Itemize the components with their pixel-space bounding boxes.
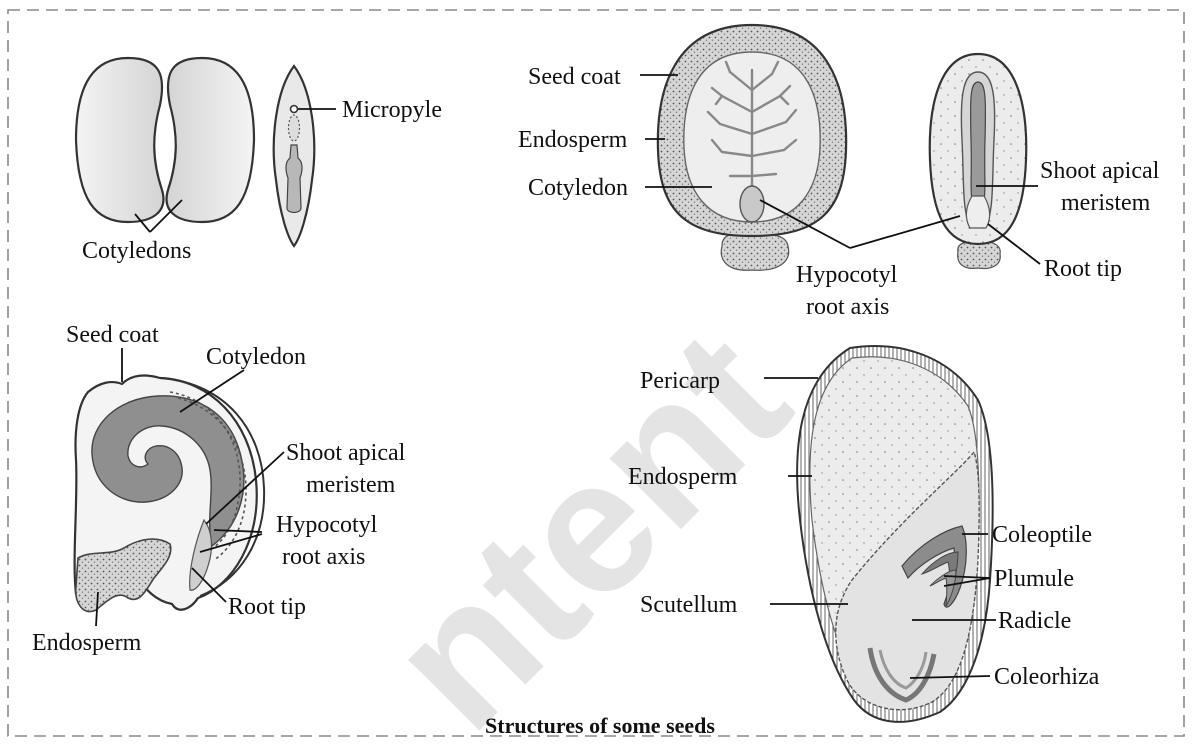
bean-cotyledon-right bbox=[167, 58, 254, 222]
label-castor-endosperm: Endosperm bbox=[518, 127, 628, 153]
label-dicot-endosperm: Endosperm bbox=[32, 630, 142, 656]
dicot-embryo-seed: Seed coat Cotyledon Shoot apical meriste… bbox=[32, 322, 406, 656]
label-dicot-seed-coat: Seed coat bbox=[66, 322, 159, 348]
label-dicot-shoot-apical-1: Shoot apical bbox=[286, 440, 406, 466]
castor-embryo-axis bbox=[740, 186, 764, 222]
label-castor-hypocotyl-2: root axis bbox=[806, 294, 889, 320]
label-maize-pericarp: Pericarp bbox=[640, 368, 720, 394]
label-dicot-hypocotyl-2: root axis bbox=[282, 544, 365, 570]
label-maize-coleorhiza: Coleorhiza bbox=[994, 664, 1100, 690]
label-castor-shoot-apical-1: Shoot apical bbox=[1040, 158, 1160, 184]
castor-side-embryo bbox=[971, 82, 986, 200]
label-maize-radicle: Radicle bbox=[998, 608, 1071, 634]
label-castor-shoot-apical-2: meristem bbox=[1061, 190, 1151, 216]
bean-seed: Cotyledons Micropyle bbox=[76, 58, 442, 264]
label-dicot-hypocotyl-1: Hypocotyl bbox=[276, 512, 378, 538]
label-castor-seed-coat: Seed coat bbox=[528, 64, 621, 90]
bean-embryo-axis bbox=[289, 115, 300, 141]
label-castor-root-tip: Root tip bbox=[1044, 256, 1122, 282]
label-cotyledons: Cotyledons bbox=[82, 238, 191, 264]
label-dicot-root-tip: Root tip bbox=[228, 594, 306, 620]
label-maize-coleoptile: Coleoptile bbox=[992, 522, 1092, 548]
castor-side-root bbox=[966, 196, 989, 228]
label-micropyle: Micropyle bbox=[342, 97, 442, 123]
label-maize-endosperm: Endosperm bbox=[628, 464, 738, 490]
label-castor-cotyledon: Cotyledon bbox=[528, 175, 628, 201]
watermark-text: ntent bbox=[349, 291, 827, 744]
micropyle-dot bbox=[291, 106, 298, 113]
label-dicot-cotyledon: Cotyledon bbox=[206, 344, 306, 370]
figure-caption: Structures of some seeds bbox=[485, 713, 715, 738]
label-castor-hypocotyl-1: Hypocotyl bbox=[796, 262, 898, 288]
castor-caruncle-2 bbox=[958, 242, 1001, 269]
label-maize-plumule: Plumule bbox=[994, 566, 1074, 592]
label-maize-scutellum: Scutellum bbox=[640, 592, 738, 618]
castor-caruncle-1 bbox=[721, 234, 788, 271]
castor-seed: Seed coat Endosperm Cotyledon Hypocotyl … bbox=[518, 25, 1160, 320]
label-dicot-shoot-apical-2: meristem bbox=[306, 472, 396, 498]
bean-cotyledon-left bbox=[76, 58, 163, 222]
